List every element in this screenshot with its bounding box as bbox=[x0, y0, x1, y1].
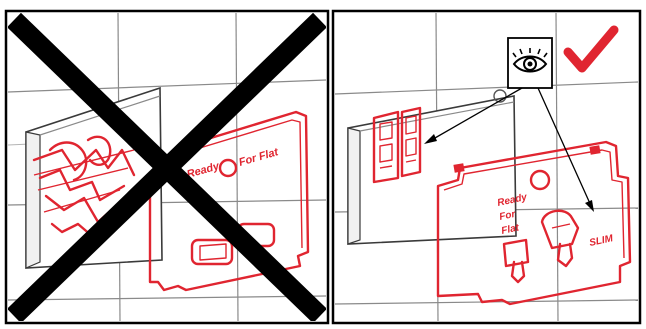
right-panel-correct: Ready For Flat SLIM bbox=[333, 11, 640, 323]
left-panel-incorrect: Ready For Flat bbox=[6, 11, 328, 323]
eye-icon bbox=[508, 38, 552, 88]
